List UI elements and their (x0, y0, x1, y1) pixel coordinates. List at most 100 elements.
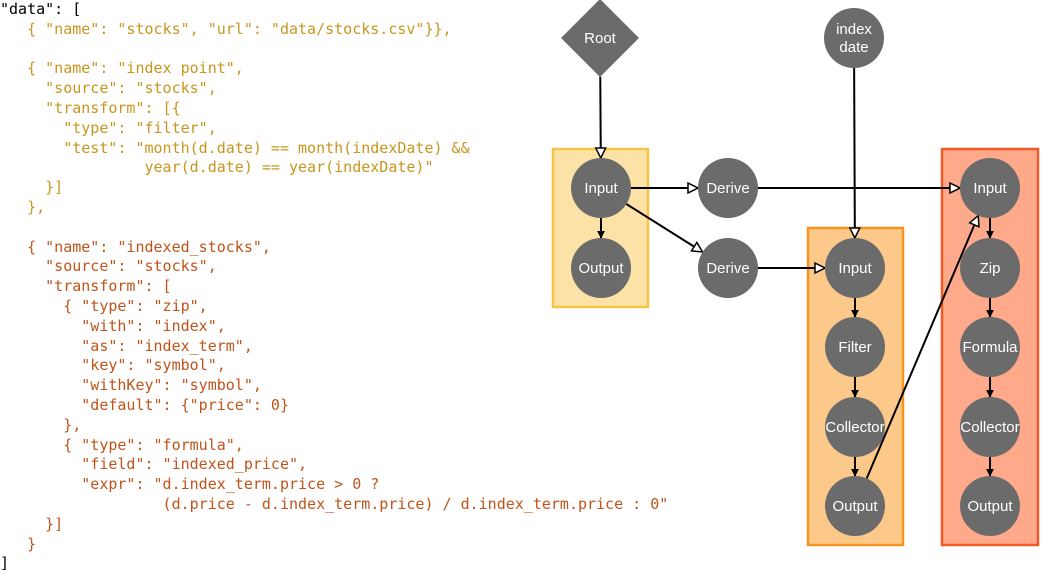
node-filter: Filter (825, 317, 885, 377)
code-line: }] (0, 515, 560, 535)
node-shape (824, 8, 884, 68)
code-token: }, (0, 415, 82, 434)
node-label: Collector (960, 419, 1019, 436)
code-line: "as": "index_term", (0, 337, 560, 357)
node-label: Input (973, 180, 1007, 197)
node-shape (571, 238, 631, 298)
code-line: (d.price - d.index_term.price) / d.index… (0, 495, 669, 515)
code-line: year(d.date) == year(indexDate)" (0, 158, 560, 178)
edge-index-date-to-input-2 (854, 67, 855, 238)
node-shape (960, 317, 1020, 377)
code-line: { "name": "index point", (0, 59, 560, 79)
node-zip: Zip (960, 238, 1020, 298)
code-line: }, (0, 198, 560, 218)
code-token: "source": "stocks", (0, 257, 217, 276)
code-line: "transform": [ (0, 277, 560, 297)
node-label: Derive (706, 180, 749, 197)
node-collector-2: Collector (960, 397, 1020, 457)
node-shape (960, 238, 1020, 298)
code-line: "test": "month(d.date) == month(indexDat… (0, 139, 560, 159)
node-formula: Formula (960, 317, 1020, 377)
code-line: } (0, 535, 560, 555)
node-label: Output (832, 498, 878, 515)
code-line: "transform": [{ (0, 99, 560, 119)
node-shape (825, 397, 885, 457)
node-label: Derive (706, 260, 749, 277)
code-token: } (0, 534, 37, 553)
node-label: Root (584, 30, 617, 47)
code-line: "source": "stocks", (0, 79, 560, 99)
node-input-2: Input (825, 238, 885, 298)
node-root: Root (561, 0, 639, 77)
code-line: "field": "indexed_price", (0, 455, 560, 475)
code-line: "with": "index", (0, 317, 560, 337)
code-line: }, (0, 416, 560, 436)
code-token: { "name": "index point", (27, 59, 244, 78)
node-output-3: Output (960, 476, 1020, 536)
node-shape (825, 476, 885, 536)
code-token: "with": "index", (0, 316, 226, 335)
node-derive-2: Derive (698, 238, 758, 298)
node-label: Zip (980, 260, 1001, 277)
code-line: ] (0, 554, 560, 574)
node-label: Formula (962, 339, 1018, 356)
code-listing: "data": [ { "name": "stocks", "url": "da… (0, 0, 669, 572)
code-line: "type": "filter", (0, 119, 560, 139)
edge-output-2-to-input-3 (865, 216, 979, 479)
node-output-1: Output (571, 238, 631, 298)
code-line: "key": "symbol", (0, 356, 560, 376)
code-token: (d.price - d.index_term.price) / d.index… (0, 494, 669, 513)
edge-root-to-input-1 (600, 76, 601, 158)
code-line: "default": {"price": 0} (0, 396, 560, 416)
node-shape (825, 317, 885, 377)
code-line: { "type": "formula", (0, 436, 560, 456)
code-token: { "type": "zip", (0, 296, 208, 315)
code-token: "source": "stocks", (0, 79, 217, 98)
code-token: { "name": "stocks", "url": "data/stocks.… (27, 19, 452, 38)
code-token: "test": "month(d.date) == month(indexDat… (0, 138, 470, 157)
code-token: "default": {"price": 0} (0, 395, 289, 414)
code-token: year(d.date) == year(indexDate)" (0, 158, 434, 177)
code-token: "field": "indexed_price", (0, 455, 308, 474)
node-shape (960, 397, 1020, 457)
node-shape (698, 238, 758, 298)
code-token: "transform": [{ (0, 98, 181, 117)
node-input-3: Input (960, 158, 1020, 218)
code-token: { "name": "indexed_stocks", (0, 237, 271, 256)
code-token: "as": "index_term", (0, 336, 253, 355)
node-shape (960, 476, 1020, 536)
node-shape (571, 158, 631, 218)
code-line: { "type": "zip", (0, 297, 560, 317)
node-label: Filter (838, 339, 871, 356)
code-line: { "name": "indexed_stocks", (0, 238, 560, 258)
code-token: "key": "symbol", (0, 356, 226, 375)
code-token: }, (0, 197, 46, 216)
code-line: "source": "stocks", (0, 257, 560, 277)
node-derive-1: Derive (698, 158, 758, 218)
code-token: }] (0, 178, 64, 197)
node-collector-1: Collector (825, 397, 885, 457)
node-label: Input (584, 180, 618, 197)
node-input-1: Input (571, 158, 631, 218)
node-label: Input (838, 260, 872, 277)
node-label: Output (578, 260, 624, 277)
code-line: "expr": "d.index_term.price > 0 ? (0, 475, 560, 495)
node-shape (698, 158, 758, 218)
code-token: "transform": [ (0, 277, 172, 296)
code-token: "withKey": "symbol", (0, 376, 262, 395)
node-shape (561, 0, 639, 77)
edge-input-1-to-derive-2 (625, 203, 702, 252)
code-line: }] (0, 178, 560, 198)
node-shape (960, 158, 1020, 218)
code-token: }] (0, 514, 64, 533)
code-token: "data": [ (0, 0, 82, 18)
code-token: "type": "filter", (0, 118, 217, 137)
code-line: "data": [ (0, 0, 560, 20)
code-line: "withKey": "symbol", (0, 376, 560, 396)
node-output-2: Output (825, 476, 885, 536)
code-token: { "type": "formula", (0, 435, 244, 454)
node-label: Collector (825, 419, 884, 436)
